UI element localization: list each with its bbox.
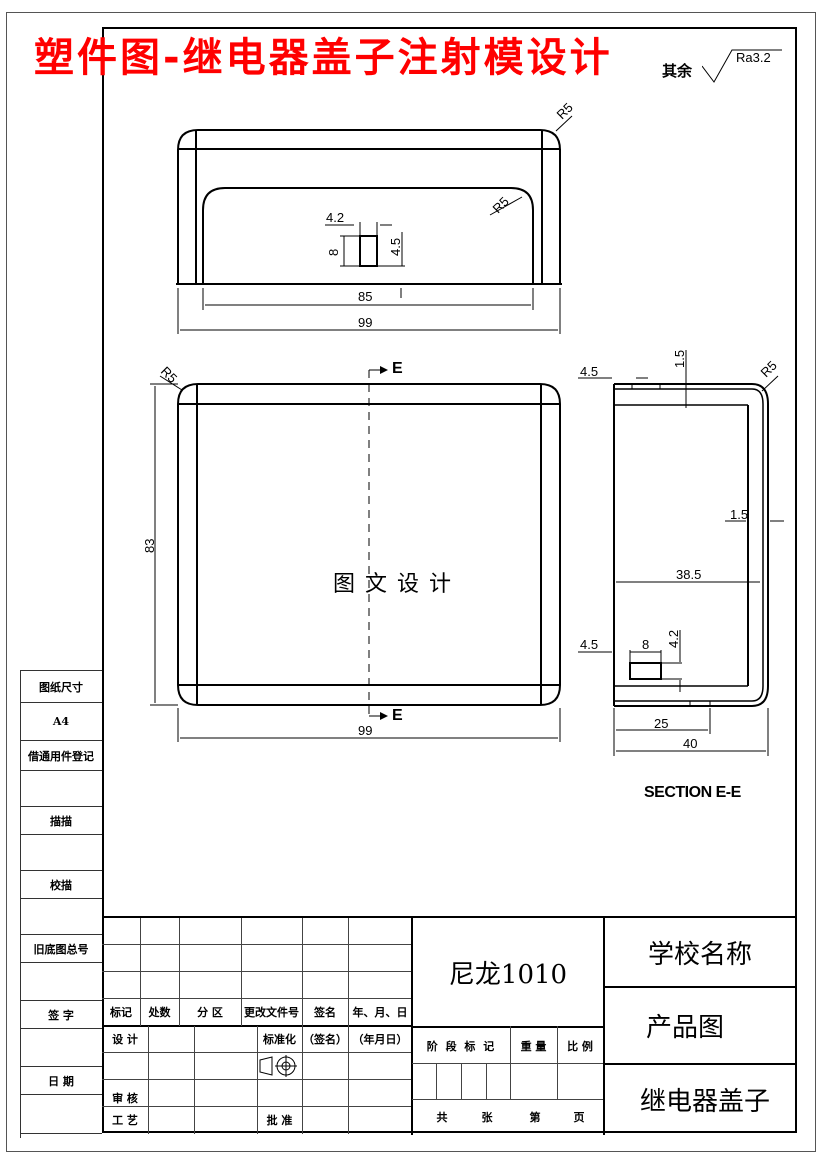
dim-front-slot-height: 8: [326, 249, 341, 256]
side-cell-empty: [20, 1094, 102, 1134]
side-cell-check-trace: 校描: [20, 870, 102, 898]
dim-section-bottom-offset: 4.5: [580, 637, 598, 652]
drawing-frame: [102, 27, 797, 1133]
standardization-label: 标准化: [263, 1033, 296, 1046]
side-strip-border: [20, 670, 21, 1138]
side-cell-empty: [20, 898, 102, 934]
side-cell-trace: 描描: [20, 806, 102, 834]
dim-section-inner-depth: 38.5: [676, 567, 701, 582]
dim-front-overall-width: 99: [358, 315, 372, 330]
side-cell-paper-size-label: 图纸尺寸: [20, 670, 102, 702]
front-view: [176, 129, 562, 285]
rev-header-date: 年、月、日: [352, 1005, 408, 1019]
dim-section-slot-width: 8: [642, 637, 649, 652]
material-name: 尼龙1010: [448, 959, 568, 990]
side-cell-old-number: 旧底图总号: [20, 934, 102, 962]
section-title: SECTION E-E: [644, 784, 741, 801]
sheet-unit-label: 张: [481, 1111, 493, 1124]
school-name: 学校名称: [647, 939, 752, 970]
dim-front-inner-radius: R5: [490, 194, 512, 216]
rev-header-count: 处数: [148, 1005, 171, 1019]
scale-header: 比 例: [567, 1039, 593, 1053]
dim-front-outer-radius: R5: [554, 100, 576, 122]
dim-section-top-offset: 4.5: [580, 364, 598, 379]
signature-label: （签名）: [303, 1033, 347, 1046]
side-cell-common-parts: 借通用件登记: [20, 740, 102, 770]
banner-title: 塑件图-继电器盖子注射模设计: [34, 35, 613, 81]
page-label: 页: [573, 1111, 585, 1124]
sheet-outer-border: [6, 12, 816, 1152]
roughness-rest-label: 其余: [662, 62, 693, 80]
approve-label: 批 准: [266, 1114, 293, 1127]
rev-header-zone: 分 区: [197, 1005, 223, 1019]
roughness-value: Ra3.2: [736, 50, 771, 65]
dim-section-step: 25: [654, 716, 668, 731]
dim-front-slot-offset: 4.5: [388, 238, 403, 256]
dim-top-width: 99: [358, 723, 372, 738]
side-cell-paper-size: A4: [20, 702, 102, 740]
side-cell-signature: 签 字: [20, 1000, 102, 1028]
center-watermark: 图文设计: [333, 572, 462, 597]
side-cell-date: 日 期: [20, 1066, 102, 1094]
dim-section-depth: 40: [683, 736, 697, 751]
roughness-check-icon: [702, 49, 782, 83]
date-label: （年月日）: [352, 1033, 408, 1046]
design-label: 设 计: [112, 1033, 138, 1046]
title-block: 标记 处数 分 区 更改文件号 签名 年、月、日 设 计 标准化 （签名） （年…: [102, 916, 797, 1135]
review-label: 审 核: [112, 1092, 138, 1105]
section-marker-top: E: [392, 360, 403, 377]
dim-front-slot-width: 4.2: [326, 210, 344, 225]
section-view: [613, 383, 769, 707]
sheet-total-label: 共: [436, 1111, 448, 1124]
projection-symbol-icon: [259, 1055, 297, 1077]
drawing-type: 产品图: [645, 1013, 724, 1043]
part-name: 继电器盖子: [639, 1086, 770, 1117]
rev-header-signature: 签名: [314, 1005, 336, 1019]
dim-section-wall-top: 1.5: [672, 350, 687, 368]
side-cell-empty: [20, 1028, 102, 1066]
dim-top-radius: R5: [158, 364, 180, 386]
rev-header-mark: 标记: [110, 1005, 132, 1019]
dim-section-wall-side: 1.5: [730, 507, 748, 522]
side-cell-empty: [20, 962, 102, 1000]
rev-header-doc-no: 更改文件号: [244, 1005, 299, 1019]
dim-section-slot-offset: 4.2: [666, 630, 681, 648]
section-marker-bottom: E: [392, 707, 403, 724]
side-cell-empty: [20, 834, 102, 870]
sheet-index-label: 第: [529, 1111, 541, 1124]
dim-top-height: 83: [142, 539, 157, 553]
dim-front-inner-width: 85: [358, 289, 372, 304]
process-label: 工 艺: [112, 1114, 138, 1127]
stage-mark-header: 阶 段 标 记: [426, 1039, 497, 1053]
weight-header: 重 量: [520, 1039, 547, 1053]
side-cell-empty: [20, 770, 102, 806]
